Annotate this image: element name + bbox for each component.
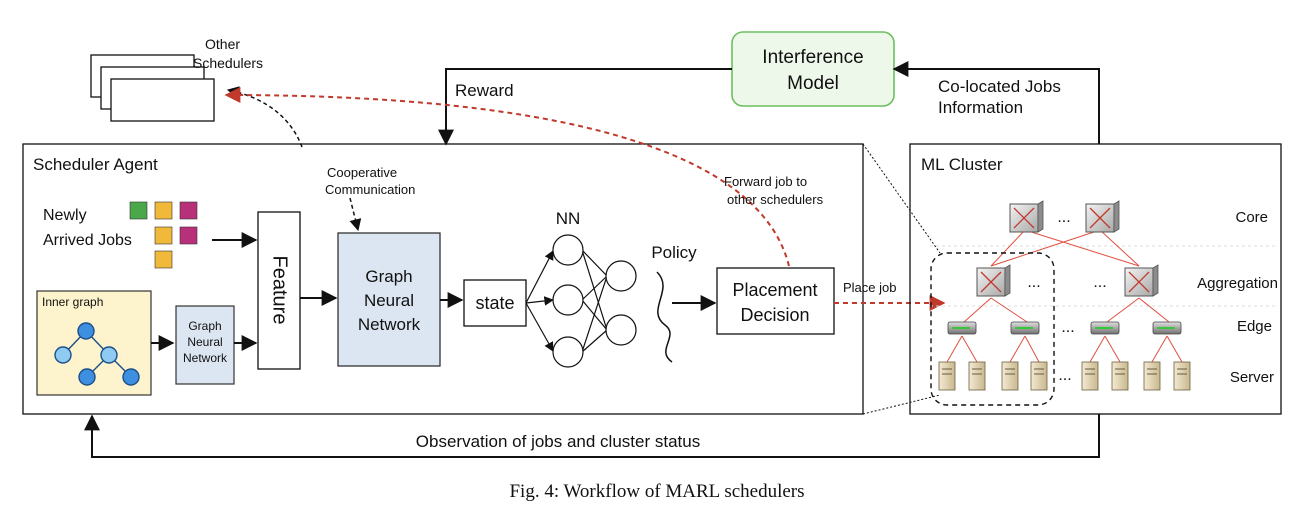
cooperative-label: Cooperative [327,165,397,180]
reward-arrow [438,68,732,146]
colocated-info-label: Co-located Jobs [938,77,1061,96]
reward-label: Reward [455,81,514,100]
placement-decision-box [716,267,835,335]
other-schedulers-label: Other [205,36,240,52]
small-gnn-box [175,305,235,385]
nn-label: NN [556,209,581,228]
state-label: state [475,293,514,313]
tier-label-aggregation: Aggregation [1197,275,1278,292]
interference-model-label: Interference [762,47,863,68]
gnn-label: Neural [364,291,414,310]
forward-job-label: other schedulers [727,192,824,207]
scheduler-agent-title: Scheduler Agent [33,155,158,174]
tier-label-edge: Edge [1237,318,1272,335]
core-ellipsis: ... [1057,209,1070,226]
small-gnn-label: Network [183,351,228,365]
inner-graph-label: Inner graph [42,295,103,309]
core-switch-icon [1085,200,1120,233]
small-gnn-label: Neural [187,335,222,349]
feature-label: Feature [269,256,291,325]
other-schedulers-label: Schedulers [193,55,263,71]
zoom-line-bottom [862,394,941,415]
cooperative-label: Communication [325,182,415,197]
observation-arrow [84,414,1100,458]
gnn-label: Network [358,315,421,334]
server-ellipsis: ... [1058,367,1071,384]
place-job-label: Place job [843,280,896,295]
cluster-links [946,229,1183,363]
pod-dashed-outline [930,252,1055,406]
policy-label: Policy [651,243,697,262]
forward-job-arrow [224,87,790,267]
scheduler-agent-box [22,143,864,415]
server-icons [938,361,1191,391]
cooperative-arrow-to-gnn [349,197,362,232]
figure-caption: Fig. 4: Workflow of MARL schedulers [509,481,804,502]
tier-label-server: Server [1230,369,1274,386]
gnn-label: Graph [365,267,412,286]
tier-label-core: Core [1235,209,1268,226]
colocated-info-label: Information [938,98,1023,117]
aggregation-switch-icon [976,264,1011,297]
interference-model-label: Model [787,73,839,94]
edge-router-icon [947,321,977,335]
job-squares [129,201,198,269]
aggregation-ellipsis: ... [1093,274,1106,291]
ml-cluster-box [909,143,1282,415]
core-switch-icon [1009,200,1044,233]
edge-ellipsis: ... [1061,319,1074,336]
other-schedulers-stack [90,54,215,122]
interference-model-box [731,31,895,107]
observation-label: Observation of jobs and cluster status [416,432,700,451]
nn-network [525,234,637,368]
edge-router-icon [1152,321,1182,335]
cooperative-arrow-to-schedulers [226,86,303,148]
placement-decision-label: Decision [740,305,809,325]
small-gnn-label: Graph [188,319,221,333]
placement-decision-label: Placement [732,280,817,300]
gnn-box [337,232,441,367]
state-box [463,279,527,327]
forward-job-label: Forward job to [724,174,807,189]
ml-cluster-title: ML Cluster [921,155,1003,174]
edge-router-icon [1010,321,1040,335]
inner-graph-tree [54,322,140,386]
feature-box [257,211,301,370]
newly-arrived-label: Newly [43,207,87,224]
aggregation-ellipsis: ... [1027,274,1040,291]
policy-curve [656,271,673,363]
colocated-info-arrow [892,61,1100,144]
edge-router-icon [1090,321,1120,335]
aggregation-switch-icon [1124,264,1159,297]
newly-arrived-label: Arrived Jobs [43,232,132,249]
